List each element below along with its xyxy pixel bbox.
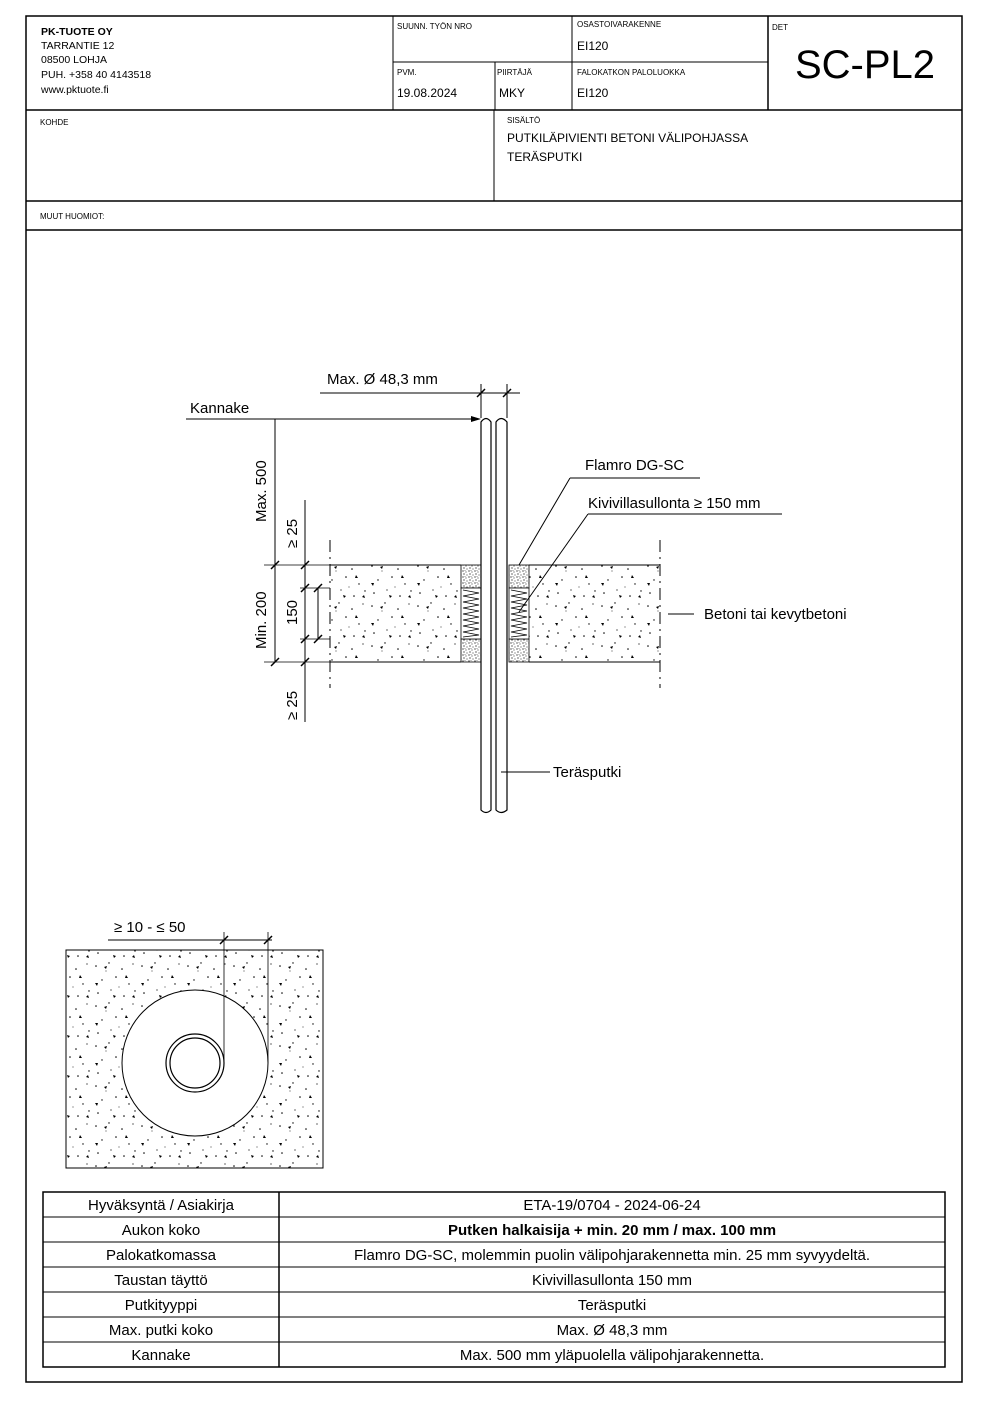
max-diameter-dimension [320,384,520,418]
spec-value: Teräsputki [578,1297,646,1314]
fire-class-label: FALOKATKON PALOLUOKKA [577,68,686,77]
kivivilla-label: Kivivillasullonta ≥ 150 mm [588,495,760,512]
spec-value: Max. Ø 48,3 mm [557,1322,668,1339]
det-label: DET [772,23,788,32]
title-block [26,16,962,231]
concrete-slab-left [330,564,461,663]
spec-table: Hyväksyntä / Asiakirja ETA-19/0704 - 2024… [42,1191,946,1368]
spec-label: Kannake [131,1347,190,1364]
gap-range-label: ≥ 10 - ≤ 50 [114,919,186,936]
max-500-label: Max. 500 [253,460,270,522]
fire-mastic-right [508,564,530,663]
drawer-value: MKY [499,86,525,100]
object-label: KOHDE [40,118,68,127]
date-value: 19.08.2024 [397,86,457,100]
min-200-label: Min. 200 [253,591,270,649]
spec-label: Aukon koko [122,1222,200,1239]
structure-label: OSASTOIVARAKENNE [577,20,661,29]
spec-value: Kivivillasullonta 150 mm [532,1272,692,1289]
drawer-label: PIIRTÄJÄ [497,68,533,77]
company-city: 08500 LOHJA [41,54,107,66]
company-name: PK-TUOTE OY [41,26,113,38]
kannake-label: Kannake [190,400,249,417]
betoni-label: Betoni tai kevytbetoni [704,606,847,623]
stone-wool-left [460,587,482,640]
terasputki-label: Teräsputki [553,764,621,781]
work-number-label: SUUNN. TYÖN NRO [397,22,472,31]
fire-class-value: EI120 [577,86,609,100]
flamro-label: Flamro DG-SC [585,457,684,474]
spec-value: Max. 500 mm yläpuolella välipohjarakenne… [460,1347,764,1364]
section-drawing: Max. Ø 48,3 mm Kannake Max. 500 ≥ 25 [186,371,847,814]
company-street: TARRANTIE 12 [41,40,114,52]
sheet-border [25,15,963,1383]
vertical-dimensions [264,419,330,722]
content-line-1: PUTKILÄPIVIENTI BETONI VÄLIPOHJASSA [507,131,748,145]
spec-label: Max. putki koko [109,1322,213,1339]
ge-25-top-label: ≥ 25 [284,519,301,548]
ge-25-bottom-label: ≥ 25 [284,691,301,720]
flamro-leader [518,477,571,566]
spec-label: Hyväksyntä / Asiakirja [88,1197,235,1214]
spec-label: Putkityyppi [125,1297,198,1314]
plan-view [65,932,324,1169]
content-line-2: TERÄSPUTKI [507,150,582,164]
max-diameter-label: Max. Ø 48,3 mm [327,371,438,388]
date-label: PVM. [397,68,417,77]
pipe-inner-circle [169,1037,221,1089]
kannake-leader [186,416,481,422]
company-web: www.pktuote.fi [40,84,109,96]
concrete-slab-right [529,564,660,663]
det-value: SC-PL2 [795,43,935,87]
pipe-outer-circle [165,1033,225,1093]
fire-mastic-left [460,564,482,663]
structure-value: EI120 [577,39,609,53]
dim-150-label: 150 [284,600,301,625]
spec-value: ETA-19/0704 - 2024-06-24 [523,1197,700,1214]
stone-wool-right [508,587,530,640]
kivivilla-leader [518,513,589,613]
content-label: SISÄLTÖ [507,116,540,125]
spec-value: Putken halkaisija + min. 20 mm / max. 10… [448,1222,776,1239]
spec-label: Taustan täyttö [114,1272,207,1289]
company-phone: PUH. +358 40 4143518 [41,69,151,81]
notes-label: MUUT HUOMIOT: [40,212,104,221]
spec-label: Palokatkomassa [106,1247,217,1264]
steel-pipe-section [480,417,508,814]
spec-value: Flamro DG-SC, molemmin puolin välipohjar… [354,1247,870,1264]
